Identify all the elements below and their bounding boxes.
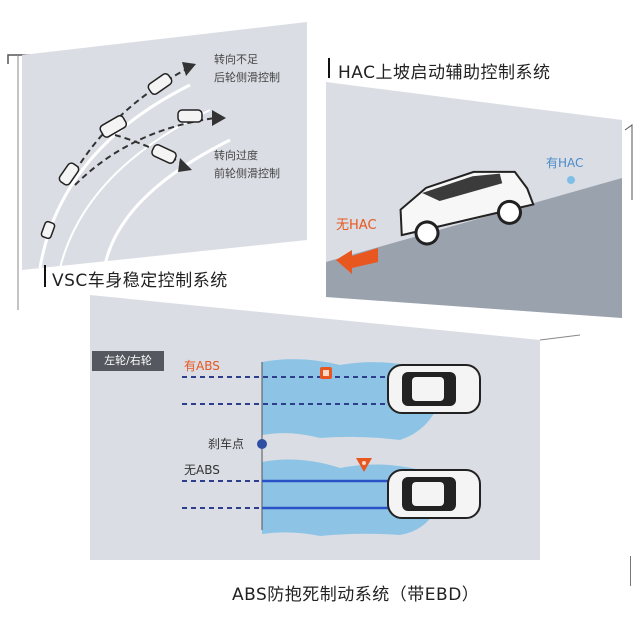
- hac-car: [399, 170, 535, 246]
- vsc-title-bar: [44, 265, 46, 287]
- hac-title-bar: [328, 58, 330, 78]
- vsc-title: VSC车身稳定控制系统: [52, 271, 228, 291]
- hac-title: HAC上坡启动辅助控制系统: [338, 63, 551, 83]
- abs-title: ABS防抱死制动系统（带EBD）: [232, 585, 480, 605]
- vsc-understeer-line2: 后轮侧滑控制: [214, 71, 280, 84]
- abs-title-bar: [630, 556, 631, 586]
- vsc-car-1: [58, 162, 80, 186]
- abs-wheel-tag: 左轮/右轮: [92, 351, 164, 371]
- abs-wheel-tag-label: 左轮/右轮: [104, 354, 152, 367]
- abs-brake-point-label: 刹车点: [208, 437, 245, 451]
- vsc-understeer-line1: 转向不足: [214, 53, 258, 66]
- abs-with-label: 有ABS: [184, 359, 220, 373]
- abs-without-label: 无ABS: [184, 463, 220, 477]
- abs-car-bottom: [387, 469, 481, 519]
- vsc-oversteer-line1: 转向过度: [214, 149, 258, 162]
- hac-without-label: 无HAC: [336, 218, 377, 233]
- abs-car-top: [387, 364, 481, 414]
- hac-with-label: 有HAC: [546, 156, 584, 170]
- vsc-oversteer-line2: 前轮侧滑控制: [214, 167, 280, 180]
